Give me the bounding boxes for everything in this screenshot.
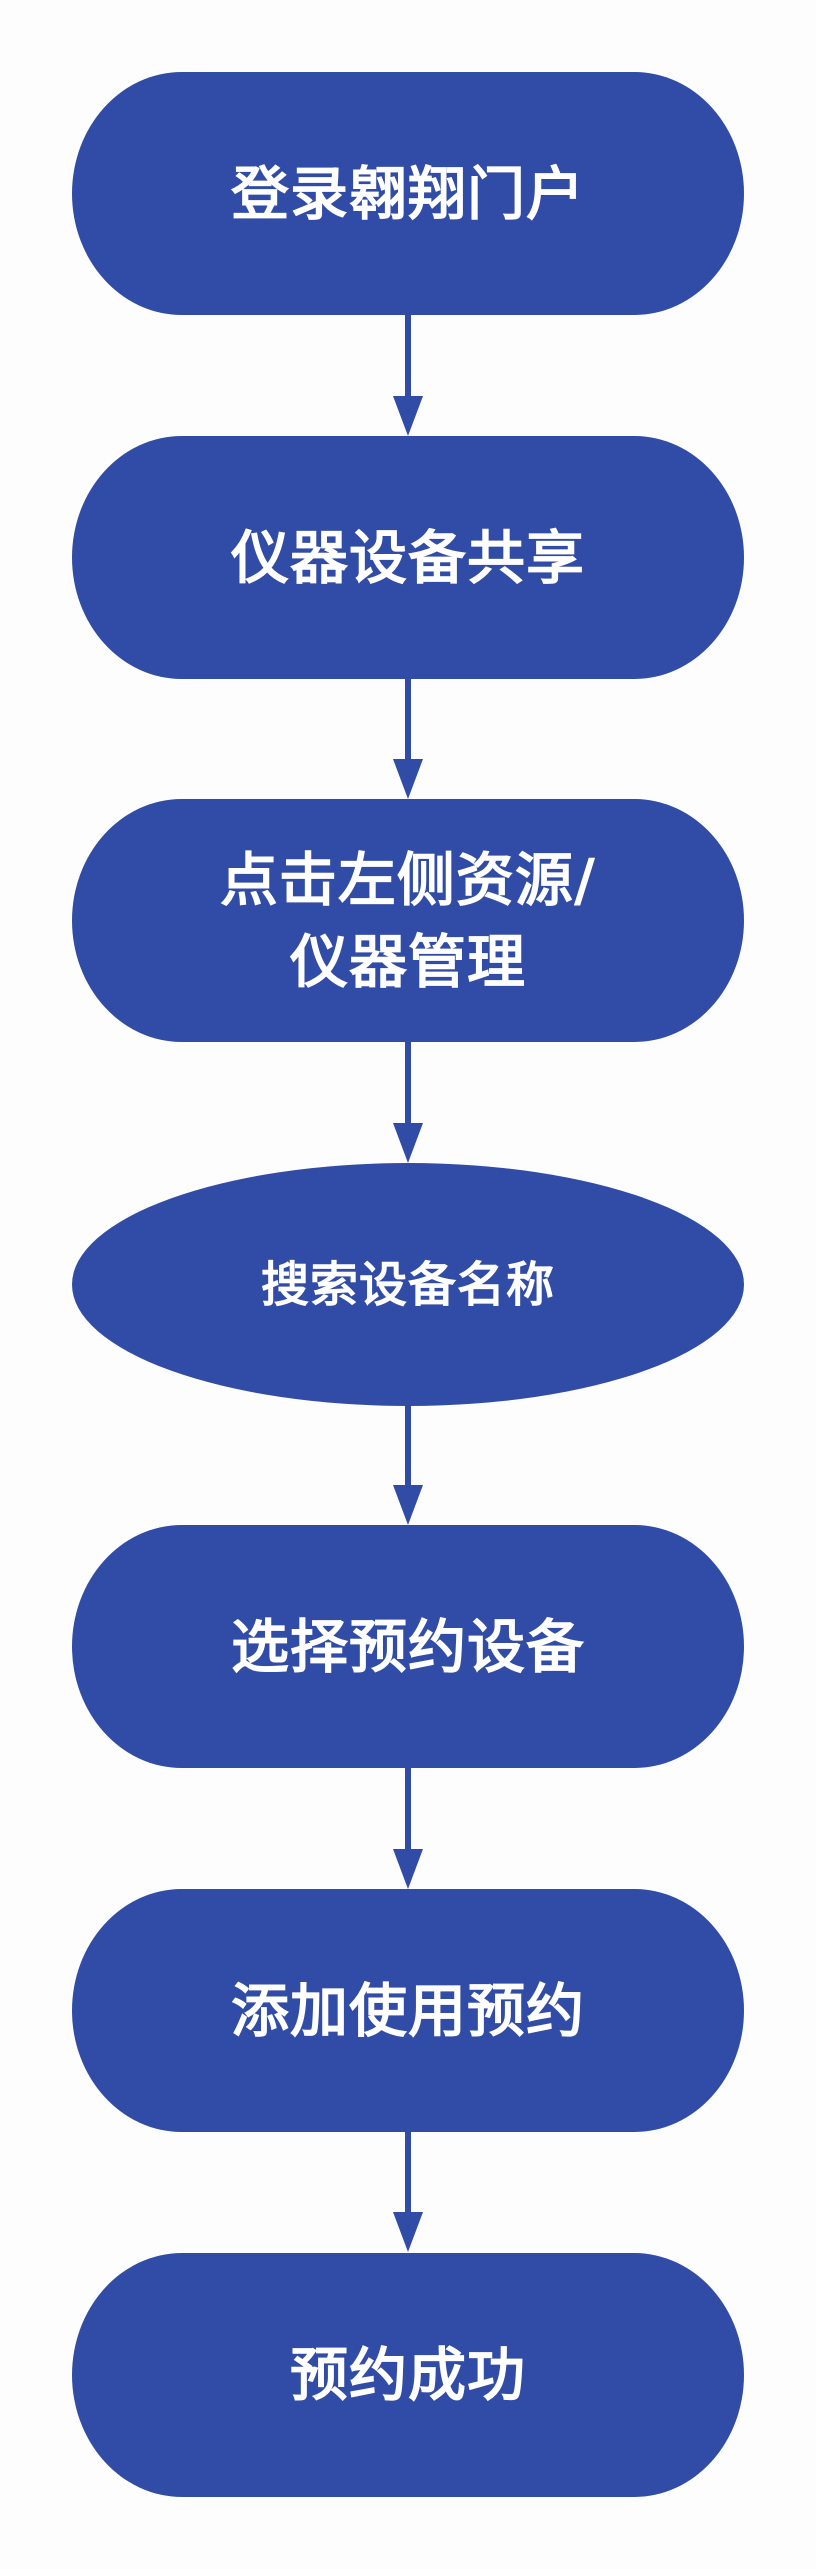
step-label: 搜索设备名称 xyxy=(260,1256,555,1313)
step-select-device: 选择预约设备 xyxy=(72,1525,744,1768)
arrow-connector xyxy=(393,1042,423,1163)
step-reservation-success: 预约成功 xyxy=(72,2253,744,2497)
arrow-connector xyxy=(393,315,423,436)
arrow-head-icon xyxy=(393,1849,423,1889)
step-login-portal: 登录翱翔门户 xyxy=(72,72,744,315)
arrow-connector xyxy=(393,1768,423,1889)
arrow-connector xyxy=(393,679,423,799)
arrow-head-icon xyxy=(393,1123,423,1163)
step-label: 预约成功 xyxy=(289,2341,526,2409)
step-label: 选择预约设备 xyxy=(230,1612,585,1681)
step-equipment-sharing: 仪器设备共享 xyxy=(72,436,744,679)
step-label: 登录翱翔门户 xyxy=(230,159,585,228)
step-label: 仪器设备共享 xyxy=(230,523,585,592)
arrow-head-icon xyxy=(393,396,423,436)
arrow-head-icon xyxy=(393,2212,423,2252)
step-search-device: 搜索设备名称 xyxy=(72,1163,744,1406)
arrow-head-icon xyxy=(393,759,423,799)
step-click-resource-management: 点击左侧资源/ 仪器管理 xyxy=(72,799,744,1042)
arrow-connector xyxy=(393,2132,423,2252)
step-add-reservation: 添加使用预约 xyxy=(72,1889,744,2132)
arrow-connector xyxy=(393,1405,423,1525)
step-label: 点击左侧资源/ 仪器管理 xyxy=(219,845,597,996)
step-label: 添加使用预约 xyxy=(230,1976,585,2045)
arrow-head-icon xyxy=(393,1485,423,1525)
